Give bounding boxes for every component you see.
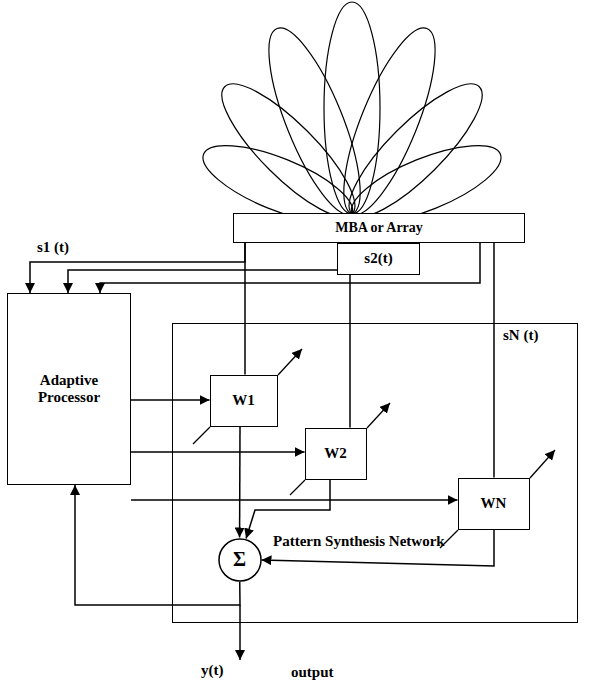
node-text: Σ <box>233 548 246 571</box>
node-text: W2 <box>324 445 347 462</box>
beam-lobe <box>324 2 380 214</box>
output-label: output <box>290 664 335 681</box>
signal-connector <box>68 270 337 293</box>
node-text: MBA or Array <box>335 220 423 236</box>
signal-connector <box>75 485 240 605</box>
beam-lobe <box>333 68 498 233</box>
signal-connector <box>493 243 495 478</box>
output-signal: y(t) <box>200 662 225 679</box>
signal-connector <box>100 243 480 293</box>
weight-arrow-tail <box>193 427 210 444</box>
node-text: s2(t) <box>364 250 392 267</box>
summer-circle-shape <box>219 539 261 581</box>
signal-connector <box>246 480 330 539</box>
node-text: WN <box>481 495 507 512</box>
signal-label: sN (t) <box>502 327 539 344</box>
weight-box: W2 <box>305 428 367 480</box>
summer-circle: Σ <box>218 538 262 582</box>
output-arrow <box>239 605 241 660</box>
signal-connector <box>131 499 458 501</box>
processor-box: Adaptive Processor <box>7 293 131 485</box>
beam-lobes <box>194 2 510 238</box>
signal-label: s1 (t) <box>36 239 70 256</box>
signal-connector <box>131 451 305 453</box>
signal-connector <box>131 399 210 401</box>
weight-arrow-head <box>367 403 390 428</box>
weight-box: W1 <box>210 375 278 427</box>
network-title: Pattern Synthesis Network <box>273 533 445 550</box>
array-box: MBA or Array <box>233 213 525 243</box>
node-text: Adaptive Processor <box>14 372 124 407</box>
signal-connector <box>239 427 241 538</box>
weight-box: WN <box>458 478 530 530</box>
beam-lobe <box>326 18 453 224</box>
signal-connector <box>349 275 351 428</box>
signal-connector <box>261 530 494 567</box>
signal-box: s2(t) <box>337 243 420 275</box>
node-text: W1 <box>232 392 255 409</box>
weight-arrow-head <box>278 349 302 375</box>
weight-arrow-head <box>530 450 555 478</box>
weight-arrow-tail <box>290 480 305 495</box>
variable-weight-arrows <box>193 349 555 548</box>
network-box: Pattern Synthesis Network W1W2WN Σ <box>172 323 578 623</box>
